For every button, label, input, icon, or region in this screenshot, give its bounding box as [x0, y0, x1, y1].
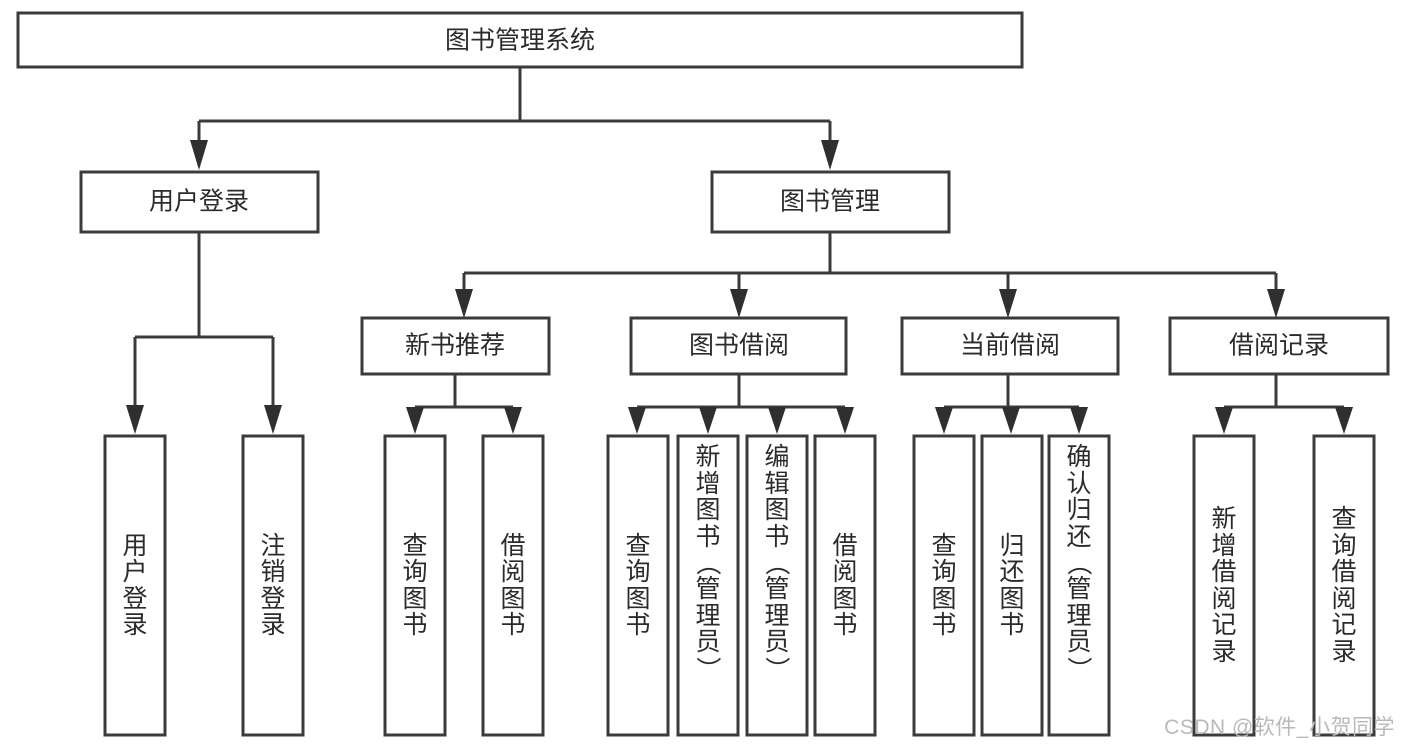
node-book-management-box[interactable] — [710, 170, 951, 234]
node-current-borrow-box[interactable] — [900, 316, 1120, 376]
leaf-box-borrow-book-2[interactable] — [813, 434, 877, 737]
connector-layer — [126, 67, 1353, 434]
leaf-box-user-login[interactable] — [103, 434, 167, 737]
leaf-box-query-book-3[interactable] — [912, 434, 976, 737]
node-borrow-record[interactable]: 借阅记录 — [1168, 316, 1390, 376]
node-user-login-label: 用户登录 — [149, 188, 249, 216]
leaf-box-logout[interactable] — [241, 434, 305, 737]
csdn-watermark: CSDN @软件_小贺同学 — [1164, 716, 1395, 739]
arrow-head-leaf-logout — [264, 405, 282, 434]
leaf-box-add-record[interactable] — [1192, 434, 1256, 737]
node-book-borrow[interactable]: 图书借阅 — [629, 316, 848, 376]
leaf-box-borrow-book-1[interactable] — [481, 434, 545, 737]
node-borrow-record-box[interactable] — [1168, 316, 1390, 376]
arrow-head-leaf-borrow-book-1 — [504, 407, 522, 434]
arrow-head-leaf-query-book-1 — [406, 407, 424, 434]
leaf-box-query-book-2[interactable] — [606, 434, 670, 737]
node-book-borrow-box[interactable] — [629, 316, 848, 376]
node-current-borrow-label: 当前借阅 — [960, 332, 1060, 360]
node-book-management-label: 图书管理 — [780, 188, 880, 216]
arrow-head-leaf-confirm-return — [1070, 407, 1088, 434]
node-new-book-recommend-box[interactable] — [360, 316, 551, 376]
node-book-management[interactable]: 图书管理 — [710, 170, 951, 234]
leaf-box-return-book[interactable] — [980, 434, 1044, 737]
arrow-head-leaf-edit-book — [768, 407, 786, 434]
leaf-box-layer — [103, 434, 1376, 737]
leaf-box-edit-book[interactable] — [745, 434, 809, 737]
leaf-box-add-book[interactable] — [676, 434, 740, 737]
arrow-head-new-book-recommend — [455, 289, 473, 318]
node-new-book-recommend[interactable]: 新书推荐 — [360, 316, 551, 376]
leaf-box-query-record[interactable] — [1312, 434, 1376, 737]
arrow-head-leaf-query-book-3 — [935, 407, 953, 434]
arrow-head-leaf-add-book — [699, 407, 717, 434]
node-borrow-record-label: 借阅记录 — [1229, 332, 1329, 360]
node-new-book-recommend-label: 新书推荐 — [405, 332, 505, 360]
node-root-book-management-system[interactable]: 图书管理系统 — [16, 11, 1024, 69]
node-root-box[interactable] — [16, 11, 1024, 69]
node-root-label: 图书管理系统 — [445, 27, 595, 55]
arrow-head-borrow-record — [1267, 289, 1285, 318]
arrow-head-leaf-add-record — [1215, 407, 1233, 434]
node-book-borrow-label: 图书借阅 — [689, 332, 789, 360]
node-user-login-box[interactable] — [79, 170, 320, 234]
arrow-head-leaf-borrow-book-2 — [836, 407, 854, 434]
arrow-head-leaf-query-book-2 — [628, 407, 646, 434]
arrow-head-user-login — [190, 140, 208, 170]
node-user-login[interactable]: 用户登录 — [79, 170, 320, 234]
arrow-head-leaf-return-book — [1002, 407, 1020, 434]
arrow-head-leaf-query-record — [1335, 407, 1353, 434]
node-current-borrow[interactable]: 当前借阅 — [900, 316, 1120, 376]
arrow-head-current-borrow — [999, 289, 1017, 318]
leaf-box-confirm-return[interactable] — [1047, 434, 1111, 737]
arrow-head-book-manage — [821, 140, 839, 170]
leaf-box-query-book-1[interactable] — [383, 434, 447, 737]
arrow-head-book-borrow — [730, 289, 748, 318]
arrow-head-leaf-user-login — [126, 405, 144, 434]
